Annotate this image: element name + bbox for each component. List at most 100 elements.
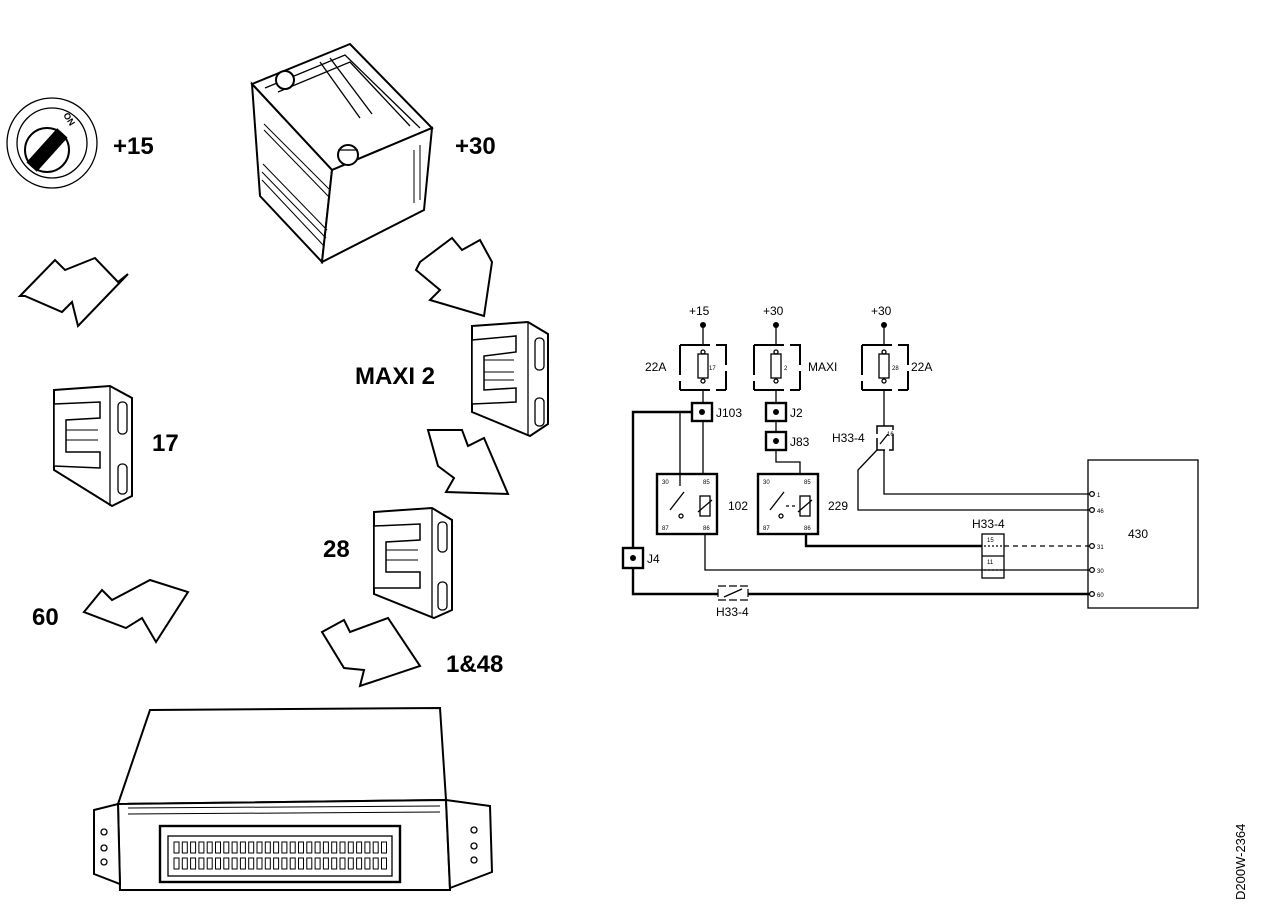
ecu-connector-pin [381,857,387,870]
fuse-17-icon [53,384,133,508]
ecu-connector-pin [256,841,263,854]
ecu-connector-pin [306,857,313,870]
ecu-connector-pin [347,857,354,870]
h33-top-pin: 16 [887,432,894,438]
ecm-pin-31: 31 [1097,545,1104,551]
ecu-connector-pin [347,841,354,854]
joint-j83 [764,430,788,452]
ecu-connector-pin [289,841,296,854]
ecu-connector-pin [298,857,304,870]
ecm-pin-60: 60 [1097,593,1104,599]
relay-229-label: 229 [828,499,848,513]
relay-229-pin-30: 30 [763,480,770,486]
ignition-label: +15 [113,133,154,160]
ecu-connector-pin [364,841,371,854]
h33-mid-pin-b: 11 [987,560,994,566]
connector-h33-mid-label: H33-4 [972,517,1005,531]
supply-3-label: +30 [871,304,892,318]
flow-60-label: 60 [32,604,59,631]
relay-102-pin-87: 87 [662,526,669,532]
supply-1-label: +15 [689,304,710,318]
ecu-connector-pin [289,857,296,870]
connector-h33-mid: 15 11 [981,533,1005,579]
fuse-3-rating: 22A [911,360,932,374]
relay-102-pin-85: 85 [703,480,710,486]
ecu-connector-pin [372,857,379,870]
relay-229: 30 85 87 86 [756,472,820,536]
fuse-17-label: 17 [152,430,179,457]
fuse-1-rating: 22A [645,360,666,374]
ecu-connector-pin [356,857,363,870]
ecu-connector-pin [206,841,213,854]
ecm-pin-30: 30 [1097,569,1104,575]
ecm-430: 1 46 31 30 60 [1087,459,1199,609]
fuse-28-box: 28 [861,344,909,391]
ecu-connector-pin [173,857,180,870]
ecu-module-icon [93,706,494,891]
fuse-maxi-box: 2 [753,344,801,391]
fuse-28-icon [373,506,453,620]
ecu-connector-pin [181,841,188,854]
battery-label: +30 [455,133,496,160]
ecu-connector-pin [381,841,387,854]
ecu-connector-pin [231,841,238,854]
joint-j103-label: J103 [716,406,742,420]
relay-102: 30 85 87 86 [655,472,719,536]
ecu-connector-pin [322,841,329,854]
ecu-connector-pin [281,857,288,870]
ecu-connector-pin [264,857,271,870]
ecu-connector-pin [223,841,230,854]
wiring-schematic: +15 +30 +30 17 22A 2 MAXI 28 [621,304,1199,619]
ecu-connector-pin [273,841,280,854]
ecu-connector-pin [215,857,221,870]
ecu-connector-pin [339,841,346,854]
connector-h33-top: 16 [876,425,894,451]
fuse-17-box: 17 [679,344,727,391]
h33-mid-pin-a: 15 [987,538,994,544]
ecu-connector-pin [339,857,346,870]
fuse-2-type: MAXI [808,360,837,374]
ecu-connector-pin [356,841,363,854]
ecu-connector-pin [206,857,213,870]
fuse-2-number: 2 [784,366,788,372]
relay-229-pin-86: 86 [804,526,811,532]
joint-j83-label: J83 [790,435,810,449]
connector-h33-top-label: H33-4 [832,431,865,445]
joint-j2-label: J2 [790,406,803,420]
figure-id: D200W-2364 [1233,824,1248,900]
joint-j103 [690,401,714,423]
joint-j4-label: J4 [647,552,660,566]
ecu-connector-pin [198,841,205,854]
relay-102-label: 102 [728,499,748,513]
ecu-connector-pin [314,841,321,854]
ecu-connector-pin [364,857,371,870]
ecu-connector-pin [231,857,238,870]
ecu-connector-pin [181,857,188,870]
ecu-connector-pin [281,841,288,854]
ecm-pin-46: 46 [1097,509,1104,515]
ecu-connector-pin [331,857,338,870]
ecu-connector-pin [306,841,313,854]
connector-h33-bottom-label: H33-4 [716,605,749,619]
fuse-28-label: 28 [323,536,350,563]
ecu-connector-pin [372,841,379,854]
ecu-connector-pin [223,857,230,870]
ecu-connector-pin [314,857,321,870]
ecu-connector-pin [239,841,246,854]
ecu-connector-pin [190,857,197,870]
ecu-connector-pin [198,857,205,870]
relay-229-pin-87: 87 [763,526,770,532]
relay-229-pin-85: 85 [804,480,811,486]
fuse-1-number: 17 [709,366,716,372]
ecu-connector-pin [248,857,255,870]
ecu-connector-pin [273,857,280,870]
maxi-fuse-icon [471,320,549,438]
ecu-connector-pin [322,857,329,870]
ignition-on-text: ON [61,111,77,128]
ecu-connector-pin [248,841,255,854]
ecu-connector-pin [264,841,271,854]
flow-arrow-icon [17,236,510,688]
ecm-label: 430 [1128,527,1148,541]
relay-102-pin-30: 30 [662,480,669,486]
